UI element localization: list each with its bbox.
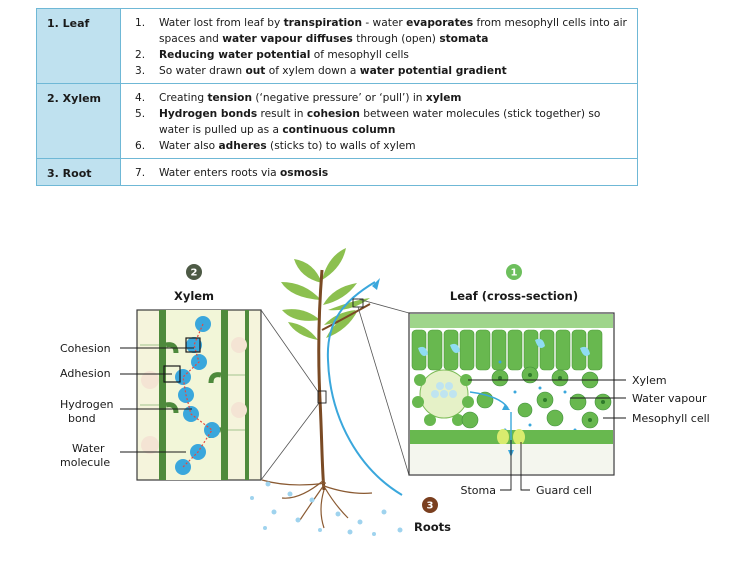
bold-term: out <box>245 65 266 77</box>
roots-badge <box>422 497 438 513</box>
bold-term: stomata <box>439 33 489 45</box>
text-segment: Water lost from leaf by <box>159 17 284 29</box>
bold-term: water vapour diffuses <box>222 33 353 45</box>
row-header: 3. Root <box>37 159 121 185</box>
text-segment: of xylem down a <box>265 65 360 77</box>
xylem-badge-number: 2 <box>191 268 198 279</box>
leaf-labels: Xylem Water vapour Mesophyll cell Stoma … <box>461 374 710 497</box>
label-mesophyll-cell: Mesophyll cell <box>632 412 710 425</box>
plant-illustration <box>250 248 410 536</box>
bold-term: evaporates <box>406 17 474 29</box>
item-number: 5. <box>135 108 146 120</box>
leaf-title: Leaf (cross-section) <box>450 289 578 303</box>
table-row: 2. Xylem 4. Creating tension (‘negative pr… <box>37 83 637 158</box>
list-item: 7. Water enters roots via osmosis <box>135 165 627 181</box>
bold-term: tension <box>207 92 252 104</box>
item-number: 4. <box>135 92 146 104</box>
bold-term: continuous column <box>282 124 396 136</box>
list-item: 3. So water drawn out of xylem down a wat… <box>135 63 627 79</box>
text-segment: through (open) <box>352 33 440 45</box>
text-segment: So water drawn <box>159 65 246 77</box>
label-bond: bond <box>68 412 96 425</box>
list-item: 4. Creating tension (‘negative pressure’ … <box>135 90 627 106</box>
label-water: Water <box>72 442 105 455</box>
item-number: 6. <box>135 140 146 152</box>
row-body: 1. Water lost from leaf by transpiration … <box>121 9 637 83</box>
item-text: Water enters roots via osmosis <box>159 165 627 181</box>
list-item: 2. Reducing water potential of mesophyll … <box>135 47 627 63</box>
text-segment: from mesophyll cells into air spaces and <box>159 17 627 45</box>
row-body: 7. Water enters roots via osmosis <box>121 159 637 185</box>
xylem-badge <box>186 264 202 280</box>
list-item: 1. Water lost from leaf by transpiration … <box>135 15 627 47</box>
list-item: 6. Water also adheres (sticks to) to wall… <box>135 138 627 154</box>
bold-term: adheres <box>218 140 267 152</box>
item-text: Creating tension (‘negative pressure’ or… <box>159 90 627 106</box>
bold-term: xylem <box>425 92 462 104</box>
label-guard-cell: Guard cell <box>536 484 592 497</box>
item-text: Reducing water potential of mesophyll ce… <box>159 47 627 63</box>
bold-term: water potential gradient <box>359 65 507 77</box>
leaf-badge <box>506 264 522 280</box>
text-segment: Water also <box>159 140 219 152</box>
label-xylem: Xylem <box>632 374 667 387</box>
list-item: 5. Hydrogen bonds result in cohesion betw… <box>135 106 627 138</box>
table-row: 1. Leaf 1. Water lost from leaf by transpi… <box>37 9 637 83</box>
item-number: 2. <box>135 49 146 61</box>
bold-term: Reducing water potential <box>159 49 311 61</box>
label-adhesion: Adhesion <box>60 367 111 380</box>
item-text: Hydrogen bonds result in cohesion betwee… <box>159 106 627 138</box>
bold-term: osmosis <box>280 167 329 179</box>
label-molecule: molecule <box>60 456 110 469</box>
item-text: Water lost from leaf by transpiration - … <box>159 15 627 47</box>
text-segment: Creating <box>159 92 208 104</box>
label-stoma: Stoma <box>461 484 496 497</box>
row-body: 4. Creating tension (‘negative pressure’ … <box>121 84 637 158</box>
xylem-title: Xylem <box>174 289 214 303</box>
text-segment: result in <box>257 108 307 120</box>
text-segment: Water enters roots via <box>159 167 281 179</box>
text-segment: (sticks to) to walls of xylem <box>266 140 416 152</box>
bold-term: transpiration <box>283 17 362 29</box>
item-number: 1. <box>135 17 146 29</box>
text-segment: (‘negative pressure’ or ‘pull’) in <box>252 92 426 104</box>
item-number: 7. <box>135 167 146 179</box>
hydrogen-bonds <box>182 323 213 468</box>
bold-term: cohesion <box>306 108 360 120</box>
item-text: So water drawn out of xylem down a water… <box>159 63 627 79</box>
label-water-vapour: Water vapour <box>632 392 707 405</box>
label-cohesion: Cohesion <box>60 342 111 355</box>
text-segment: between water molecules (stick together)… <box>159 108 601 136</box>
bold-term: Hydrogen bonds <box>159 108 258 120</box>
leaf-panel: 1 Leaf (cross-section) <box>408 264 615 476</box>
text-segment: of mesophyll cells <box>310 49 409 61</box>
table-row: 3. Root 7. Water enters roots via osmosis <box>37 158 637 185</box>
xylem-labels: Cohesion Adhesion Hydrogen bond Water mo… <box>60 342 194 469</box>
transpiration-table: 1. Leaf 1. Water lost from leaf by transpi… <box>36 8 638 186</box>
row-header: 1. Leaf <box>37 9 121 83</box>
item-text: Water also adheres (sticks to) to walls … <box>159 138 627 154</box>
leaf-badge-number: 1 <box>511 268 518 279</box>
row-header: 2. Xylem <box>37 84 121 158</box>
roots-badge-number: 3 <box>427 501 434 512</box>
roots-label-group: 3 Roots <box>414 497 451 534</box>
item-number: 3. <box>135 65 146 77</box>
label-hydrogen: Hydrogen <box>60 398 114 411</box>
xylem-panel: 2 Xylem <box>136 264 320 481</box>
text-segment: - water <box>361 17 407 29</box>
roots-title: Roots <box>414 520 451 534</box>
